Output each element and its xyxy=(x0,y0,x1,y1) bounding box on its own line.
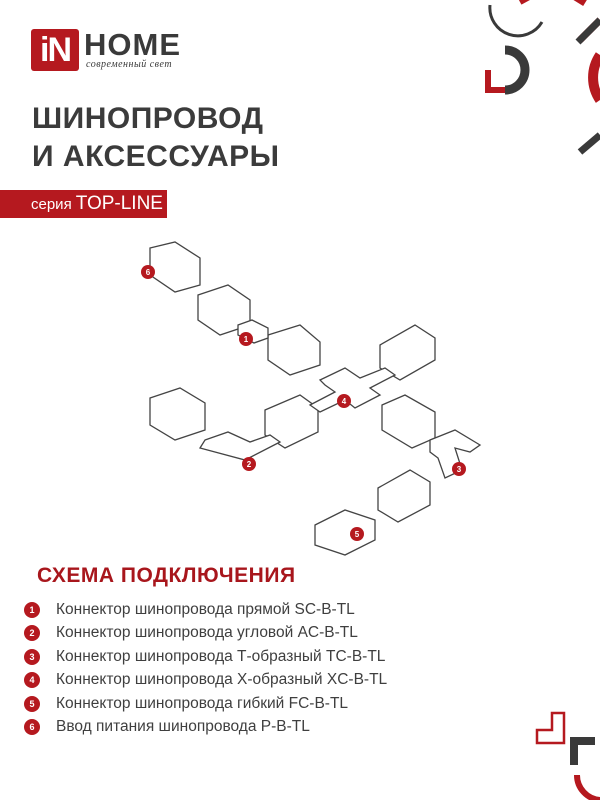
track-segment xyxy=(267,324,321,376)
scheme-heading: СХЕМА ПОДКЛЮЧЕНИЯ xyxy=(37,564,296,587)
title-line-2: И АКСЕССУАРЫ xyxy=(32,140,280,173)
series-prefix: серия xyxy=(31,196,72,213)
decorative-shapes-top xyxy=(485,0,600,155)
item-label: Коннектор шинопровода гибкий FC-B-TL xyxy=(56,694,349,712)
item-number: 4 xyxy=(24,672,40,689)
item-number: 3 xyxy=(24,648,40,665)
item-label: Коннектор шинопровода Т-образный TC-B-TL xyxy=(56,647,386,665)
list-item: 6 Ввод питания шинопровода P-B-TL xyxy=(24,716,310,740)
marker-6 xyxy=(141,265,155,279)
flexible-connector xyxy=(314,509,376,556)
item-number: 1 xyxy=(24,601,40,618)
track-segment xyxy=(149,387,206,441)
marker-label-2: 2 xyxy=(247,460,252,469)
item-number: 2 xyxy=(24,625,40,642)
track-segment xyxy=(377,469,431,523)
marker-label-3: 3 xyxy=(457,465,462,474)
series-name: TOP-LINE xyxy=(75,193,163,214)
logo-tagline: современный свет xyxy=(86,59,173,70)
list-item: 1 Коннектор шинопровода прямой SC-B-TL xyxy=(24,598,355,622)
marker-3 xyxy=(452,462,466,476)
list-item: 4 Коннектор шинопровода Х-образный XC-B-T… xyxy=(24,669,387,693)
logo-in: iN xyxy=(31,29,79,71)
list-item: 3 Коннектор шинопровода Т-образный TC-B-T… xyxy=(24,645,385,669)
connection-diagram: 6 1 4 2 3 5 xyxy=(141,241,482,556)
marker-label-1: 1 xyxy=(244,335,249,344)
item-label: Ввод питания шинопровода P-B-TL xyxy=(56,718,310,736)
track-segment xyxy=(379,324,436,381)
marker-4 xyxy=(337,394,351,408)
x-connector xyxy=(308,367,397,413)
marker-label-6: 6 xyxy=(146,268,151,277)
logo-home: HOME xyxy=(84,27,181,62)
track-segment xyxy=(381,394,436,449)
title-line-1: ШИНОПРОВОД xyxy=(32,102,264,135)
list-item: 5 Коннектор шинопровода гибкий FC-B-TL xyxy=(24,692,348,716)
marker-label-5: 5 xyxy=(355,530,360,539)
t-connector xyxy=(429,429,482,479)
marker-2 xyxy=(242,457,256,471)
marker-label-4: 4 xyxy=(342,397,347,406)
list-item: 2 Коннектор шинопровода угловой AC-B-TL xyxy=(24,622,358,646)
decorative-shapes-bottom xyxy=(535,711,600,800)
item-number: 5 xyxy=(24,695,40,712)
page-title: ШИНОПРОВОД И АКСЕССУАРЫ xyxy=(32,100,280,176)
item-number: 6 xyxy=(24,719,40,736)
corner-connector xyxy=(198,431,282,461)
power-feed-connector xyxy=(149,241,201,293)
marker-1 xyxy=(239,332,253,346)
item-label: Коннектор шинопровода угловой AC-B-TL xyxy=(56,624,358,642)
item-label: Коннектор шинопровода Х-образный XC-B-TL xyxy=(56,671,388,689)
brand-logo: iN HOME современный свет xyxy=(31,27,191,71)
track-segment xyxy=(264,394,319,449)
marker-5 xyxy=(350,527,364,541)
item-label: Коннектор шинопровода прямой SC-B-TL xyxy=(56,600,355,618)
